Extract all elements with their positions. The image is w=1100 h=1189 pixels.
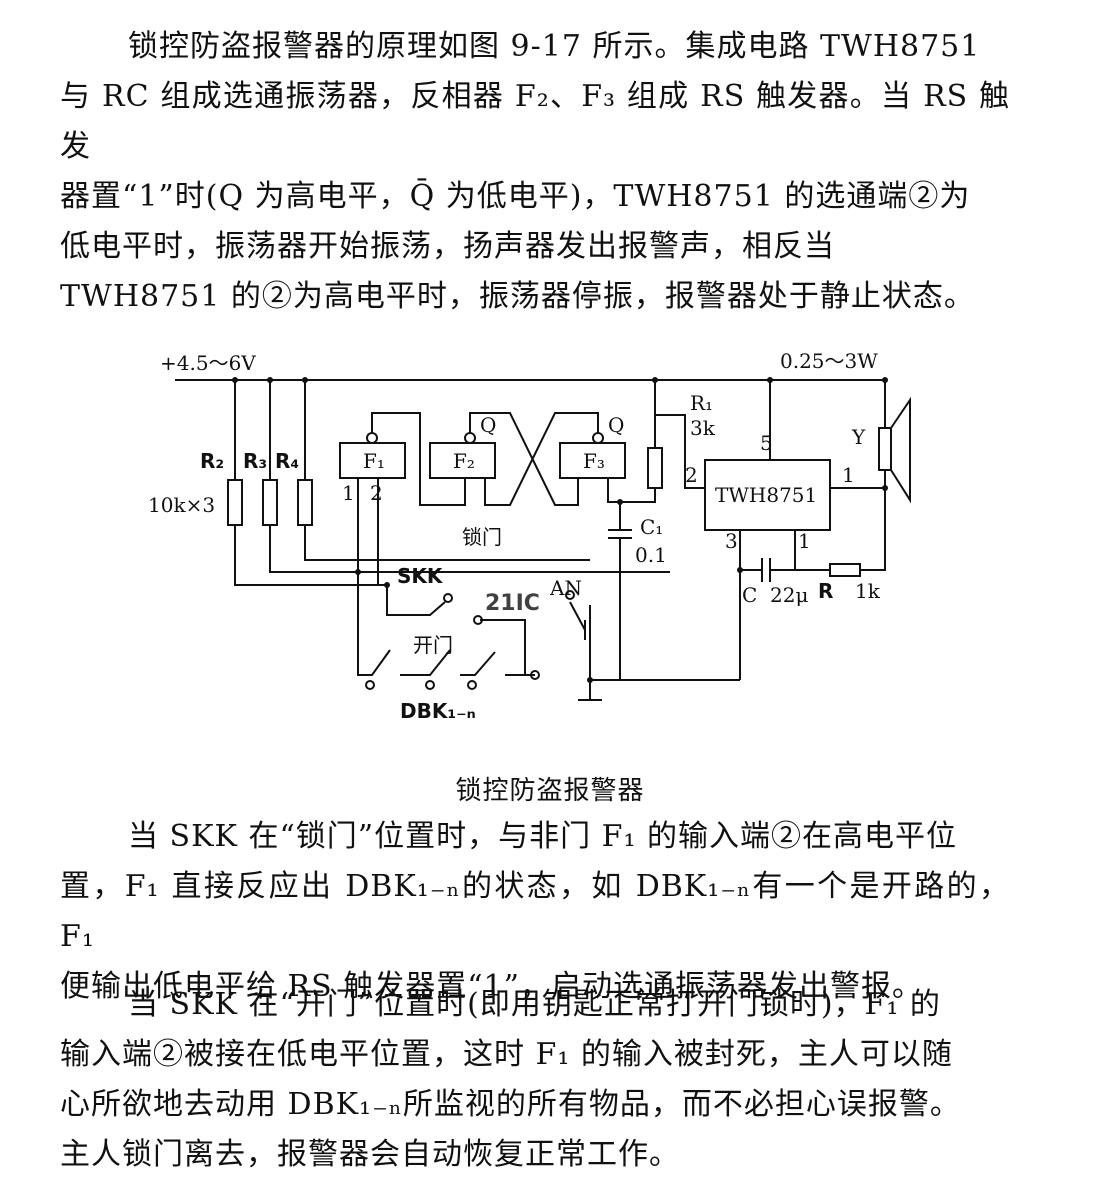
text-line: 置，F₁ 直接反应出 DBK₁₋ₙ的状态，如 DBK₁₋ₙ有一个是开路的，F₁ [60, 869, 1010, 954]
label-ic-pin5: 5 [760, 431, 773, 455]
label-f1-pin1: 1 [342, 481, 355, 505]
label-ic-pin2: 2 [685, 463, 698, 487]
label-supply: +4.5～6V [160, 351, 256, 375]
text-line: 当 SKK 在“开门”位置时(即用钥匙正常打开门锁时)，F₁ 的 [128, 987, 941, 1022]
label-an: AN [549, 576, 582, 600]
label-c1: C₁ [640, 515, 663, 539]
skk-wire [386, 585, 446, 616]
label-r2: R₂ [200, 449, 224, 473]
text-line: 便输出低电平给 RS 触发器置“1”，启动选通振荡器发出警报。 [60, 969, 923, 1004]
r2-body [227, 479, 243, 526]
f1-inputs [357, 478, 379, 585]
r1-body [647, 447, 663, 489]
f1-f2-wire [371, 412, 466, 506]
circuit-diagram: +4.5～6V 0.25～3W R₁ 3k R₂ R₃ R₄ 10k×3 F₁ … [148, 349, 911, 723]
r4-wire [304, 380, 590, 561]
text-line: 输入端②被接在低电平位置，这时 F₁ 的输入被封死，主人可以随 [60, 1037, 953, 1072]
paragraph-lock-mode: 当 SKK 在“锁门”位置时，与非门 F₁ 的输入端②在高电平位 置，F₁ 直接… [60, 812, 1010, 1012]
text-line: 低电平时，振荡器开始振荡，扬声器发出报警声，相反当 [60, 229, 835, 264]
label-f2: F₂ [453, 449, 475, 473]
label-r3: R₃ [243, 449, 267, 473]
ground-symbol [578, 680, 602, 701]
label-ic-pin3: 3 [725, 529, 738, 553]
label-r4: R₄ [275, 449, 299, 473]
label-r1: R₁ [690, 391, 713, 415]
label-f1: F₁ [363, 449, 385, 473]
dbk-wire-a [357, 572, 391, 676]
paragraph-intro: 锁控防盗报警器的原理如图 9-17 所示。集成电路 TWH8751 与 RC 组… [60, 22, 1010, 322]
label-q-f3: Q [608, 413, 624, 437]
label-dbk: DBK₁₋ₙ [400, 699, 476, 723]
label-lock: 锁门 [462, 525, 502, 549]
gate-f2 [429, 442, 496, 479]
c1-symbol [608, 502, 632, 680]
speaker-cone [890, 396, 911, 504]
label-c-value: 22μ [770, 583, 808, 607]
text-line: TWH8751 的②为高电平时，振荡器停振，报警器处于静止状态。 [60, 279, 975, 314]
label-ic: TWH8751 [715, 483, 817, 507]
label-ic-pin1b: 1 [798, 529, 811, 553]
r1k-body [829, 563, 861, 577]
cross-wire-b [484, 412, 599, 506]
c22-symbol [740, 530, 796, 582]
label-ic-pin1: 1 [842, 463, 855, 487]
label-speaker: Y [851, 425, 866, 449]
an-switch [569, 601, 586, 640]
r1-to-ic [655, 414, 705, 489]
ground-rail [589, 605, 740, 681]
r3-wire [269, 380, 670, 573]
label-q-f2: Q [480, 413, 496, 437]
r2-wire [234, 380, 387, 586]
label-c1-value: 0.1 [635, 543, 667, 567]
text-line: 心所欲地去动用 DBK₁₋ₙ所监视的所有物品，而不必担心误报警。 [60, 1087, 961, 1122]
watermark: 21IC [485, 591, 540, 616]
ic-twh8751 [704, 459, 831, 531]
label-r-value: 1k [855, 579, 881, 603]
label-r: R [818, 579, 833, 603]
text-line: 器置“1”时(Q 为高电平，Q̄ 为低电平)，TWH8751 的选通端②为 [60, 179, 971, 214]
label-f3: F₃ [583, 449, 605, 473]
label-c: C [742, 583, 757, 607]
label-f1-pin2: 2 [370, 481, 383, 505]
r4-body [297, 479, 313, 526]
figure-caption: 锁控防盗报警器 [455, 776, 645, 806]
text-line: 主人锁门离去，报警器会自动恢复正常工作。 [60, 1137, 680, 1172]
text-line: 当 SKK 在“锁门”位置时，与非门 F₁ 的输入端②在高电平位 [128, 819, 958, 854]
r3-body [262, 479, 278, 526]
text-line: 与 RC 组成选通振荡器，反相器 F₂、F₃ 组成 RS 触发器。当 RS 触发 [60, 79, 1010, 164]
gate-f3 [559, 442, 626, 479]
speaker-body [878, 427, 892, 471]
label-power: 0.25～3W [780, 349, 878, 373]
label-skk: SKK [397, 564, 444, 588]
text-line: 锁控防盗报警器的原理如图 9-17 所示。集成电路 TWH8751 [128, 29, 981, 64]
label-r1-value: 3k [690, 416, 716, 440]
label-r-group-value: 10k×3 [148, 493, 215, 517]
label-open: 开门 [413, 633, 453, 657]
paragraph-open-mode: 当 SKK 在“开门”位置时(即用钥匙正常打开门锁时)，F₁ 的 输入端②被接在… [60, 980, 1010, 1180]
